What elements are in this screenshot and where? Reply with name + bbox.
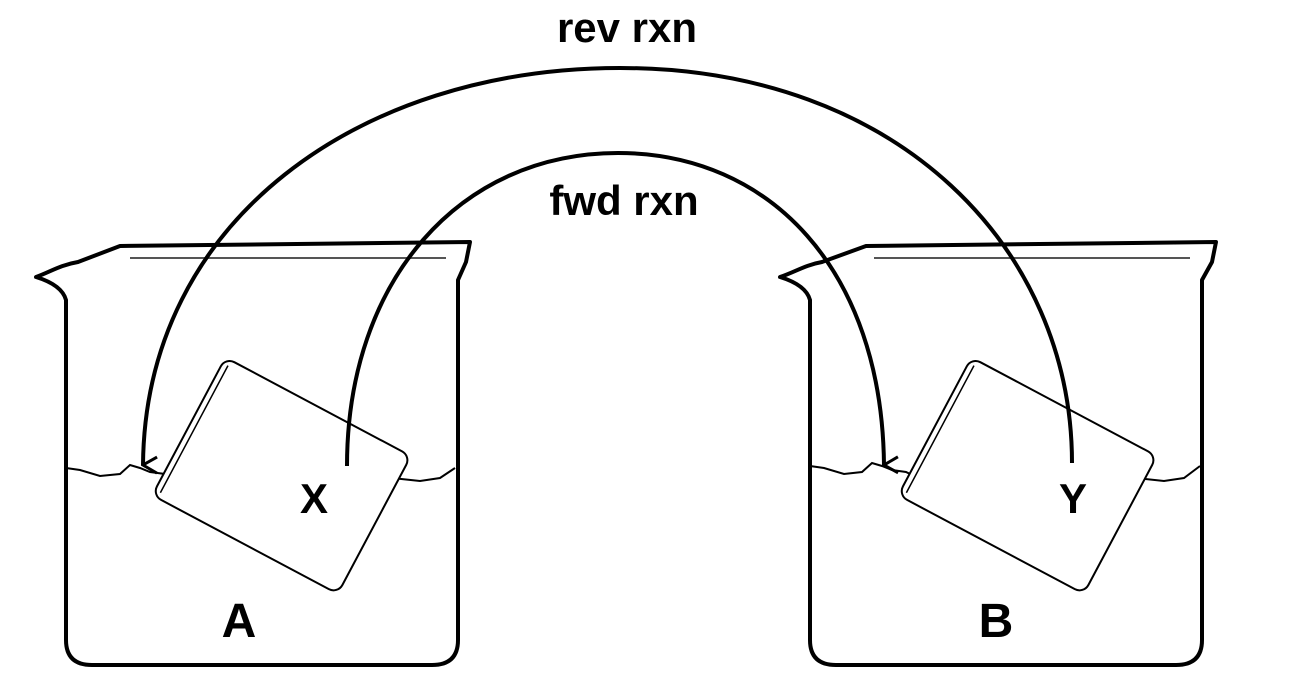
beaker-a-outline <box>34 240 472 667</box>
substance-y-label: Y <box>1059 475 1087 522</box>
small-beaker-y <box>900 360 1155 592</box>
beaker-b-liquid-surface-right <box>1135 465 1201 483</box>
beaker-a-liquid-surface-right <box>391 467 456 483</box>
forward-reaction-label: fwd rxn <box>549 177 698 224</box>
beaker-a <box>34 240 472 667</box>
beaker-a-label: A <box>222 595 257 648</box>
beaker-a-liquid-surface <box>65 463 176 481</box>
beaker-b <box>778 240 1218 667</box>
substance-x-label: X <box>300 475 328 522</box>
reverse-reaction-arrow <box>143 65 1074 465</box>
beaker-b-outline <box>778 240 1218 667</box>
forward-reaction-arrow <box>345 150 884 466</box>
beaker-b-label: B <box>979 595 1014 648</box>
small-beaker-x <box>154 360 409 592</box>
reverse-reaction-label: rev rxn <box>557 4 697 51</box>
beaker-b-liquid-surface <box>809 461 919 479</box>
